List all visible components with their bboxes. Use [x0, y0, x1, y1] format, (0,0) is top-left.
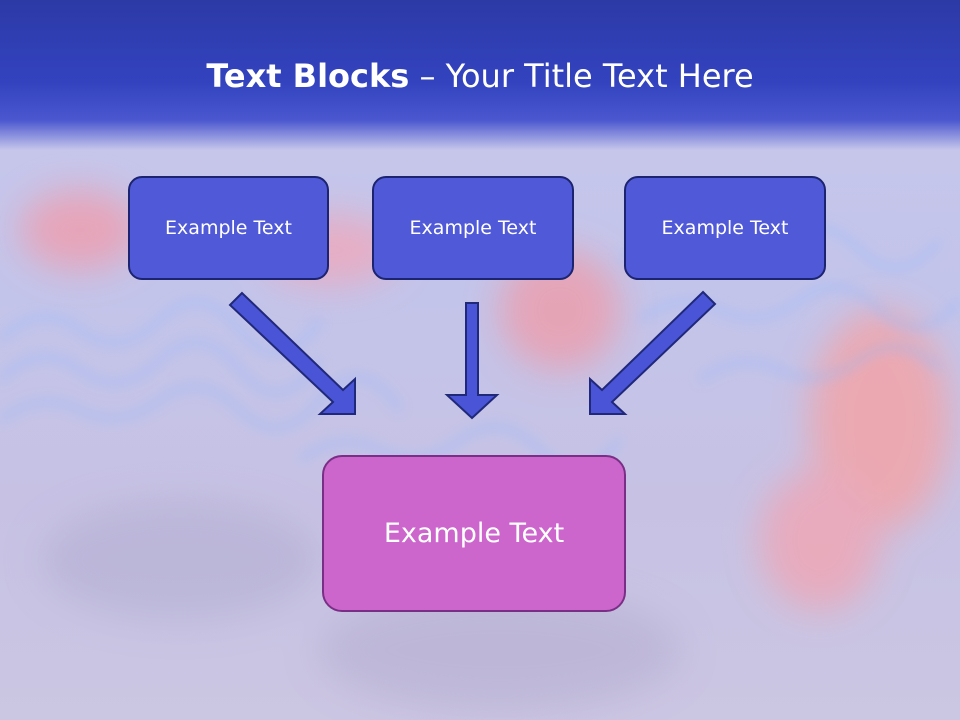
arrow-left-diagonal — [228, 291, 356, 415]
title-bar — [0, 0, 960, 150]
title-separator: – — [409, 57, 446, 95]
top-text-box-2-label: Example Text — [409, 217, 537, 239]
target-text-box-label: Example Text — [383, 518, 565, 549]
title-rest: Your Title Text Here — [445, 57, 754, 95]
top-text-box-1-label: Example Text — [165, 217, 292, 239]
top-text-box-2[interactable]: Example Text — [372, 176, 574, 280]
top-text-box-3-label: Example Text — [661, 217, 789, 239]
arrow-right-diagonal — [589, 290, 717, 415]
top-text-box-1[interactable]: Example Text — [128, 176, 329, 280]
target-text-box[interactable]: Example Text — [322, 455, 626, 612]
title-bold: Text Blocks — [206, 57, 410, 95]
arrow-center-down — [444, 302, 500, 420]
slide-title: Text Blocks – Your Title Text Here — [0, 54, 960, 98]
top-text-box-3[interactable]: Example Text — [624, 176, 826, 280]
